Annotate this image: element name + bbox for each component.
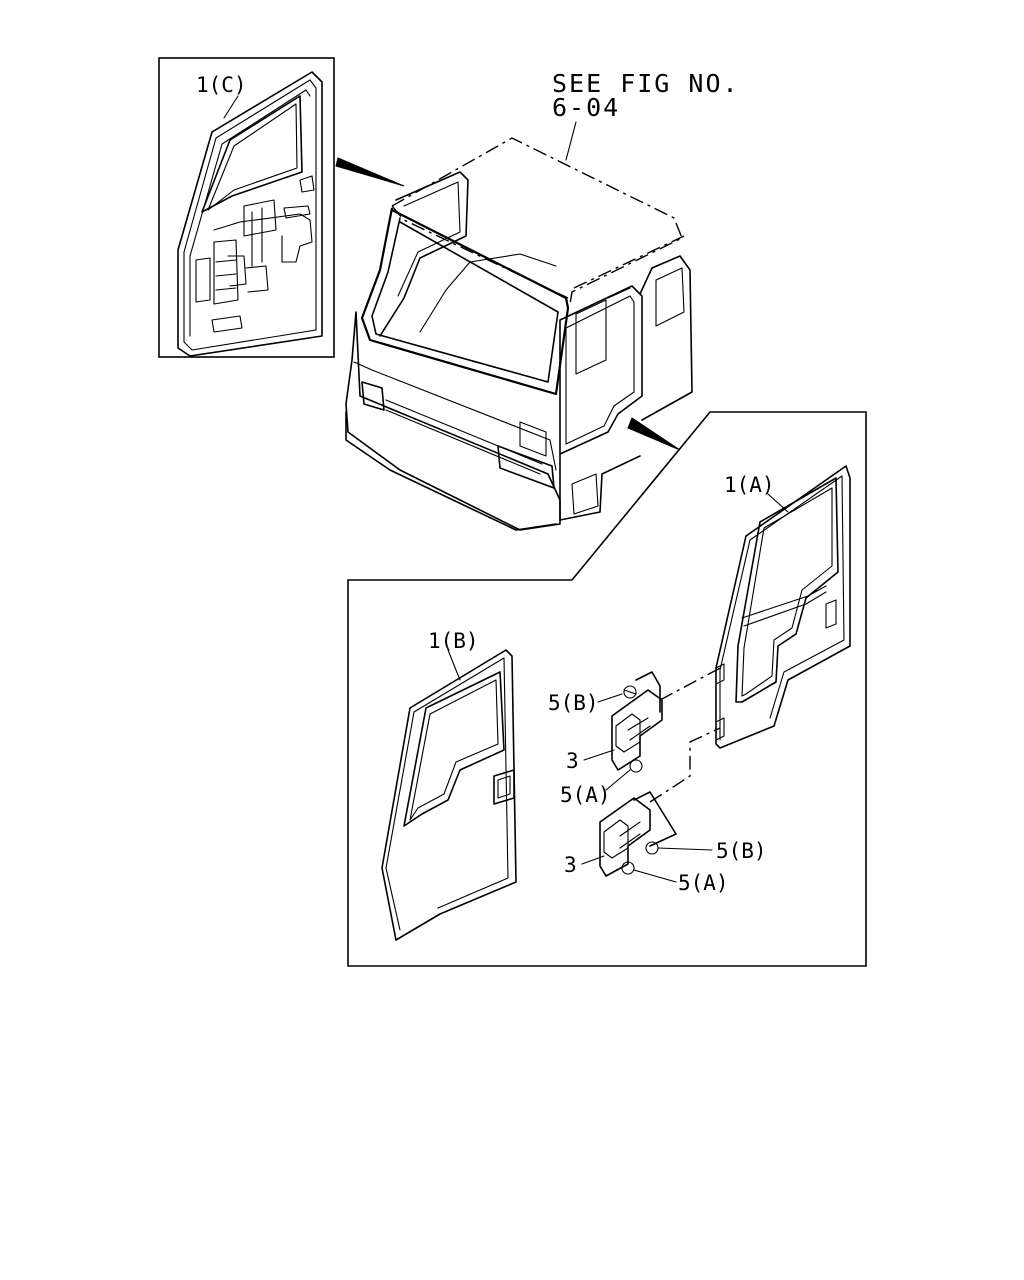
leader-5a-lower	[633, 869, 677, 883]
leader-5b-upper	[597, 693, 623, 703]
label-bolt-5b-upper: 5(B)	[548, 691, 599, 715]
leader-3-lower	[581, 855, 605, 865]
label-hinge-3-upper: 3	[566, 749, 579, 773]
door-b	[381, 649, 517, 941]
figure-ref-line2: 6-04	[552, 93, 620, 122]
inset-door-inner-panel	[158, 57, 335, 358]
label-door-c: 1(C)	[196, 73, 247, 97]
attach-line-upper	[659, 665, 725, 701]
label-hinge-3-lower: 3	[564, 853, 577, 877]
lower-inset-frame	[347, 411, 867, 967]
label-door-a: 1(A)	[724, 473, 775, 497]
leader-door-b	[447, 649, 461, 681]
leader-door-c	[223, 95, 239, 119]
attach-line-lower	[649, 727, 721, 803]
figure-ref-line1: SEE FIG NO.	[552, 69, 740, 98]
label-door-b: 1(B)	[428, 629, 479, 653]
cab-assembly	[345, 137, 693, 531]
leader-door-a	[767, 493, 789, 513]
label-bolt-5b-lower: 5(B)	[716, 839, 767, 863]
leader-figure-ref	[565, 121, 577, 161]
leader-5a-upper	[605, 769, 631, 791]
pointer-arrow-upper	[335, 157, 405, 187]
label-bolt-5a-lower: 5(A)	[678, 871, 729, 895]
hinge-lower	[599, 759, 677, 877]
leader-3-upper	[583, 749, 615, 761]
pointer-arrow-lower	[627, 417, 681, 451]
door-a	[715, 465, 851, 749]
label-bolt-5a-upper: 5(A)	[560, 783, 611, 807]
hinge-upper	[611, 671, 663, 771]
leader-5b-lower	[657, 847, 713, 851]
